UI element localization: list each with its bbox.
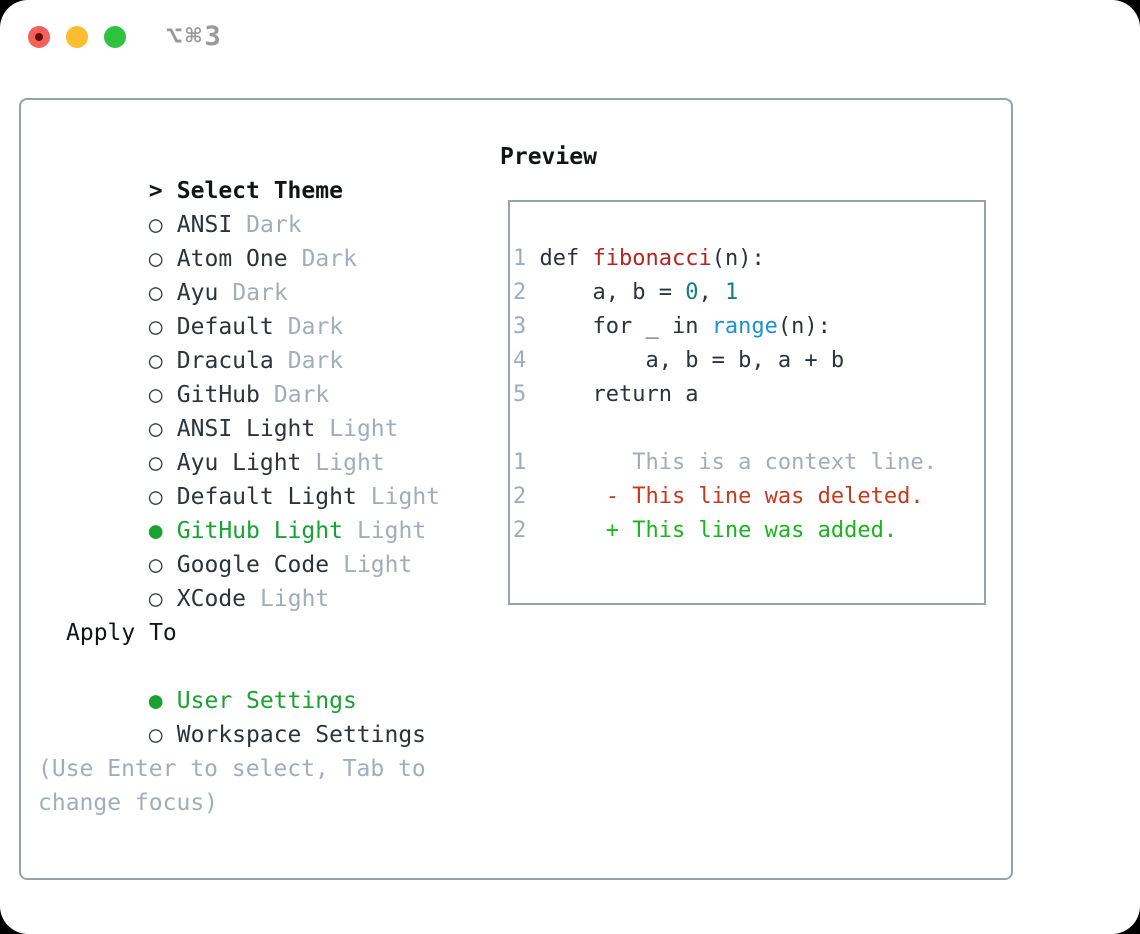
code-line: 5 return a [513, 382, 699, 407]
code-line: 2 a, b = 0, 1 [513, 280, 739, 305]
keyboard-hint: (Use Enter to select, Tab to change focu… [38, 756, 426, 816]
function-name-token: fibonacci [592, 246, 712, 271]
radio-unselected-icon: ○ [148, 348, 163, 374]
minimize-button[interactable] [66, 26, 88, 48]
radio-unselected-icon: ○ [148, 552, 163, 578]
diff-context-line: 1 This is a context line. [513, 450, 937, 475]
radio-unselected-icon: ○ [148, 382, 163, 408]
theme-variant-tag: Dark [246, 212, 302, 238]
blank-line [513, 412, 937, 446]
radio-unselected-icon: ○ [148, 450, 163, 476]
radio-selected-icon: ● [148, 688, 163, 714]
theme-variant-tag: Dark [273, 382, 330, 408]
radio-unselected-icon: ○ [148, 416, 163, 442]
theme-variant-tag: Dark [287, 314, 344, 340]
preview-box: 1 def fibonacci(n): 2 a, b = 0, 1 3 for … [508, 200, 986, 605]
number-token: 1 [724, 280, 739, 305]
apply-option-user-settings[interactable]: ●User Settings [38, 650, 440, 714]
code-line: 3 for _ in range(n): [513, 314, 831, 339]
diff-added-line: 2 + This line was added. [513, 518, 898, 543]
apply-to-header: Apply To [66, 620, 177, 646]
zoom-button[interactable] [104, 26, 126, 48]
preview-title: Preview [500, 144, 597, 170]
radio-unselected-icon: ○ [148, 246, 163, 272]
close-button[interactable] [28, 26, 50, 48]
radio-unselected-icon: ○ [148, 722, 163, 748]
number-token: 0 [685, 280, 699, 305]
radio-unselected-icon: ○ [148, 314, 163, 340]
close-dot-icon [35, 33, 43, 41]
prompt-caret-icon: > [148, 178, 163, 204]
theme-list-title-label: Select Theme [176, 178, 343, 204]
theme-variant-tag: Light [343, 552, 413, 578]
theme-variant-tag: Light [356, 518, 427, 544]
theme-variant-tag: Dark [287, 348, 344, 374]
radio-selected-icon: ● [148, 518, 163, 544]
theme-variant-tag: Light [329, 416, 399, 442]
radio-unselected-icon: ○ [148, 586, 163, 612]
radio-unselected-icon: ○ [148, 280, 163, 306]
theme-list-title: > Select Theme [38, 140, 440, 204]
theme-variant-tag: Light [260, 586, 330, 612]
theme-variant-tag: Dark [301, 246, 357, 272]
radio-unselected-icon: ○ [148, 484, 163, 510]
theme-variant-tag: Dark [232, 280, 288, 306]
code-preview: 1 def fibonacci(n): 2 a, b = 0, 1 3 for … [513, 242, 937, 548]
theme-variant-tag: Light [370, 484, 441, 510]
apply-option-workspace-settings[interactable]: ○Workspace Settings [38, 684, 440, 748]
code-line: 1 def fibonacci(n): [513, 246, 765, 271]
keyboard-shortcut-label: ⌥⌘3 [166, 21, 224, 52]
code-line: 4 a, b = b, a + b [513, 348, 845, 373]
radio-unselected-icon: ○ [148, 212, 163, 238]
builtin-token: range [711, 314, 778, 339]
titlebar: ⌥⌘3 [0, 0, 1140, 80]
theme-variant-tag: Light [315, 450, 385, 476]
diff-deleted-line: 2 - This line was deleted. [513, 484, 924, 509]
